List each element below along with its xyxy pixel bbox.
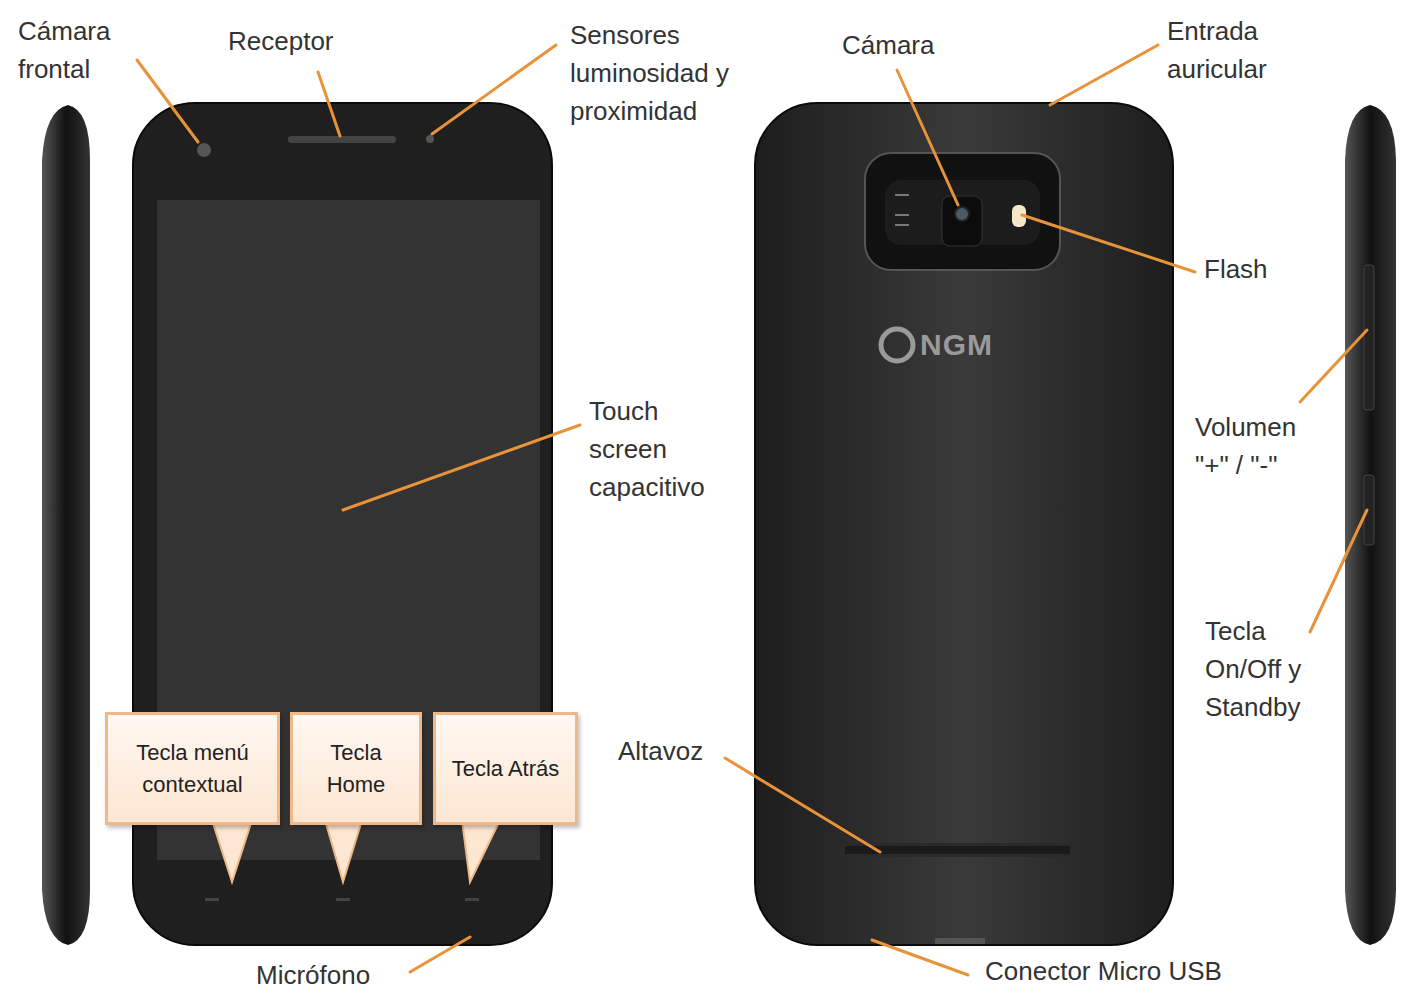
part-label: Conector Micro USB — [985, 952, 1275, 990]
part-label: Sensores luminosidad y proximidad — [570, 16, 800, 130]
callout-pointer — [462, 820, 500, 882]
part-label: Micrófono — [256, 956, 416, 994]
camera-module — [865, 153, 1060, 270]
part-label: Flash — [1204, 250, 1304, 288]
part-label: Altavoz — [618, 732, 738, 770]
part-label: Cámara frontal — [18, 12, 138, 88]
receiver — [288, 136, 396, 143]
callout-box: Tecla menú contextual — [105, 712, 280, 825]
volume-button — [1364, 265, 1374, 410]
part-label: Volumen "+" / "-" — [1195, 408, 1335, 484]
sensor — [426, 135, 434, 143]
callout-pointer — [212, 820, 252, 882]
callout-text: Tecla menú contextual — [116, 737, 269, 801]
callout-pointer — [325, 820, 362, 882]
part-label: Cámara — [842, 26, 962, 64]
callout-box: Tecla Atrás — [433, 712, 578, 825]
part-label: Touch screen capacitivo — [589, 392, 739, 506]
leader-lines — [137, 45, 1367, 975]
phone-back — [755, 103, 1173, 945]
callout-box: Tecla Home — [290, 712, 422, 825]
side-profile — [42, 105, 90, 945]
usb-port — [935, 938, 985, 944]
part-label: Entrada auricular — [1167, 12, 1307, 88]
part-label: Receptor — [228, 22, 378, 60]
callout-text: Tecla Home — [301, 737, 411, 801]
side-profile — [1345, 105, 1396, 945]
callout-text: Tecla Atrás — [452, 753, 560, 785]
brand-logo: NGM — [920, 328, 1060, 362]
part-label: Tecla On/Off y Standby — [1205, 612, 1345, 726]
front-camera — [197, 143, 211, 157]
